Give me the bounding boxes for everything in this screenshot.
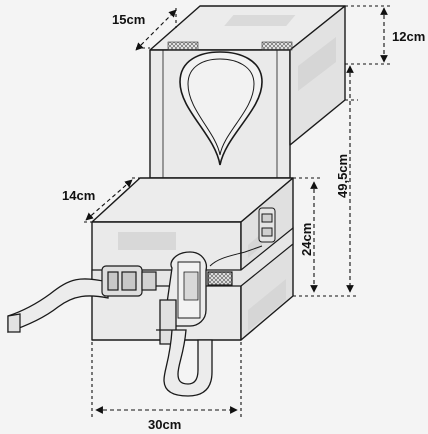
hanging-strap bbox=[156, 251, 213, 397]
label-top-height: 12cm bbox=[392, 29, 425, 44]
dim-bottom-depth-line bbox=[85, 179, 133, 221]
loop-handle bbox=[179, 51, 263, 166]
label-width: 30cm bbox=[148, 417, 181, 432]
label-top-depth: 15cm bbox=[112, 12, 145, 27]
front-buckle bbox=[101, 265, 157, 297]
upper-side-label-patch bbox=[298, 37, 336, 91]
strap-mesh-panel bbox=[207, 271, 233, 286]
side-buckle bbox=[258, 207, 276, 243]
upper-top-label-patch bbox=[224, 15, 296, 26]
dimension-lines bbox=[84, 5, 392, 418]
lower-front-label-patch bbox=[118, 232, 176, 250]
lower-side-label-patch bbox=[248, 279, 286, 331]
lower-side-label-patch-2 bbox=[248, 233, 262, 258]
label-bottom-depth: 14cm bbox=[62, 188, 95, 203]
label-total-height: 49,5cm bbox=[335, 154, 350, 198]
mesh-tab-left bbox=[167, 41, 199, 51]
label-bottom-height: 24cm bbox=[299, 223, 314, 256]
mesh-tab-right bbox=[261, 41, 293, 51]
dim-top-depth-line bbox=[135, 9, 177, 51]
